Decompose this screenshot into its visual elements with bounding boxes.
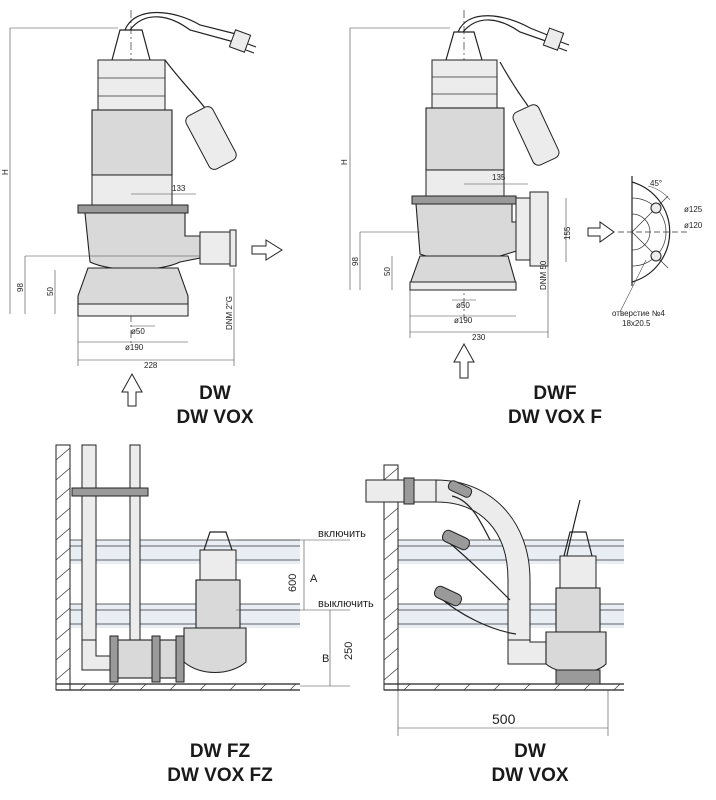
caption-line: DW	[514, 741, 546, 762]
fz-installation-drawing: включить выключить 600 A 250 B	[55, 444, 374, 691]
flange-holes-line2: 18х20.5	[622, 319, 651, 328]
dim-phi50: ø50	[456, 301, 470, 310]
caption-line: DW VOX	[176, 407, 254, 428]
caption-bottom-right: DW DW VOX	[455, 740, 605, 788]
dim-600: 600	[287, 574, 299, 592]
dim-228: 228	[144, 361, 158, 370]
dim-phi190: ø190	[454, 316, 473, 325]
dim-h: H	[1, 169, 10, 175]
dim-98: 98	[16, 283, 25, 292]
dim-phi50: ø50	[131, 327, 145, 336]
flange-phi125: ø125	[684, 205, 703, 214]
dim-135: 135	[492, 173, 506, 182]
flange-holes-line1: отверстие №4	[612, 309, 665, 318]
caption-bottom-left: DW FZ DW VOX FZ	[120, 740, 320, 788]
dim-dnm: DNM 2"G	[225, 296, 234, 330]
dim-50: 50	[46, 287, 55, 296]
float-switch-icon	[185, 106, 237, 170]
caption-line: DW VOX F	[508, 407, 602, 428]
free-installation-drawing: 500	[365, 464, 624, 736]
dim-phi190: ø190	[125, 343, 144, 352]
caption-line: DW VOX	[491, 765, 569, 786]
float-switch-icon	[512, 104, 560, 166]
dim-155: 155	[563, 226, 572, 240]
flange-detail-drawing: 45° ø125 ø120 отверстие №4 18х20.5	[612, 176, 703, 328]
dim-500: 500	[492, 711, 516, 727]
caption-line: DW	[199, 383, 231, 404]
label-on: включить	[318, 528, 366, 540]
dim-230: 230	[472, 333, 486, 342]
dim-98: 98	[351, 257, 360, 266]
wall-hatch	[55, 447, 71, 681]
caption-line: DW FZ	[189, 741, 251, 762]
plug-icon	[542, 27, 570, 52]
dim-dnm: DNM 50	[539, 260, 548, 290]
label-b: B	[322, 653, 329, 665]
caption-top-left: DW DW VOX	[130, 382, 300, 430]
dwf-pump-drawing: H 135 98 50 155 ø50 ø190 230 DNM 50	[340, 10, 615, 379]
dim-133: 133	[172, 184, 186, 193]
plug-icon	[228, 29, 257, 54]
dim-250: 250	[343, 642, 355, 660]
caption-top-right: DWF DW VOX F	[470, 382, 640, 430]
caption-line: DW VOX FZ	[167, 765, 273, 786]
label-a: A	[310, 573, 318, 585]
dim-50: 50	[383, 267, 392, 276]
label-off: выключить	[318, 598, 374, 610]
dw-pump-drawing: H 133 98 50 ø50 ø190 228 DNM 2"G	[1, 10, 283, 407]
caption-line: DWF	[533, 383, 577, 404]
flange-angle: 45°	[650, 179, 662, 188]
dim-h: H	[340, 159, 349, 165]
flange-phi120: ø120	[684, 221, 703, 230]
